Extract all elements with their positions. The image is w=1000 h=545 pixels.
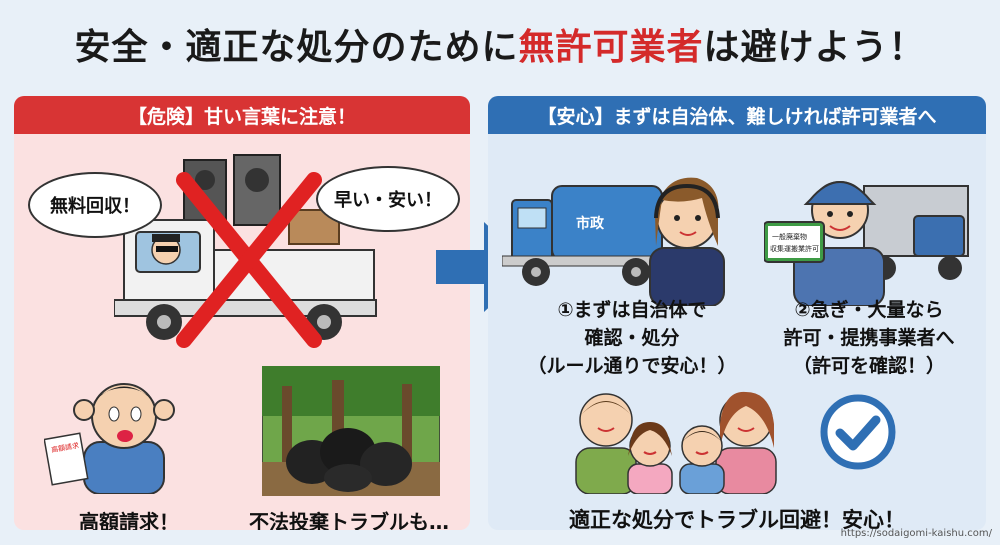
license-text-1: 一般廃棄物 bbox=[772, 232, 807, 241]
fast-cheap-bubble: 早い・安い！ bbox=[316, 166, 460, 232]
free-pickup-bubble: 無料回収！ bbox=[28, 172, 162, 238]
illegal-dumping-caption: 不法投棄トラブルも… bbox=[249, 510, 449, 530]
high-bill-caption: 高額請求！ bbox=[79, 510, 179, 530]
danger-panel: 【危険】甘い言葉に注意！ 無料回収！ 早い・安い！ 高額請 bbox=[14, 96, 470, 530]
step1-line1: ①まずは自治体で bbox=[557, 299, 707, 321]
title-before: 安全・適正な処分のために bbox=[74, 27, 519, 68]
illegal-dumping-illustration bbox=[262, 366, 440, 496]
municipal-truck-illustration: 市政 bbox=[502, 177, 725, 306]
unlicensed-truck-illustration bbox=[114, 154, 377, 348]
happy-family-illustration bbox=[575, 391, 777, 494]
step1-line2: 確認・処分 bbox=[584, 327, 680, 349]
step2-caption: ②急ぎ・大量なら 許可・提携事業者へ （許可を確認！） bbox=[756, 296, 982, 380]
step2-line1: ②急ぎ・大量なら bbox=[794, 299, 944, 321]
title-highlight: 無許可業者 bbox=[518, 27, 704, 68]
safe-panel-header: 【安心】まずは自治体、難しければ許可業者へ bbox=[488, 96, 986, 134]
site-watermark: https://sodaigomi-kaishu.com/ bbox=[840, 528, 992, 539]
title-after: は避けよう！ bbox=[703, 27, 926, 68]
safe-footer-caption: 適正な処分でトラブル回避！安心！ bbox=[569, 508, 905, 530]
step2-line3: （許可を確認！） bbox=[792, 355, 945, 377]
safe-panel: 【安心】まずは自治体、難しければ許可業者へ 市政 一般廃棄物 収集運搬業許可 ①… bbox=[488, 96, 986, 530]
danger-panel-header: 【危険】甘い言葉に注意！ bbox=[14, 96, 470, 134]
checkmark-icon bbox=[820, 394, 896, 470]
licensed-worker-illustration: 一般廃棄物 収集運搬業許可 bbox=[764, 181, 969, 306]
worried-man-illustration: 高額請求 bbox=[44, 383, 175, 494]
truck-label: 市政 bbox=[576, 215, 605, 232]
step1-caption: ①まずは自治体で 確認・処分 （ルール通りで安心！） bbox=[512, 296, 752, 380]
license-text-2: 収集運搬業許可 bbox=[770, 244, 819, 253]
step1-line3: （ルール通りで安心！） bbox=[527, 355, 737, 377]
page-title: 安全・適正な処分のために無許可業者は避けよう！ bbox=[0, 0, 1000, 88]
step2-line2: 許可・提携事業者へ bbox=[783, 327, 955, 349]
